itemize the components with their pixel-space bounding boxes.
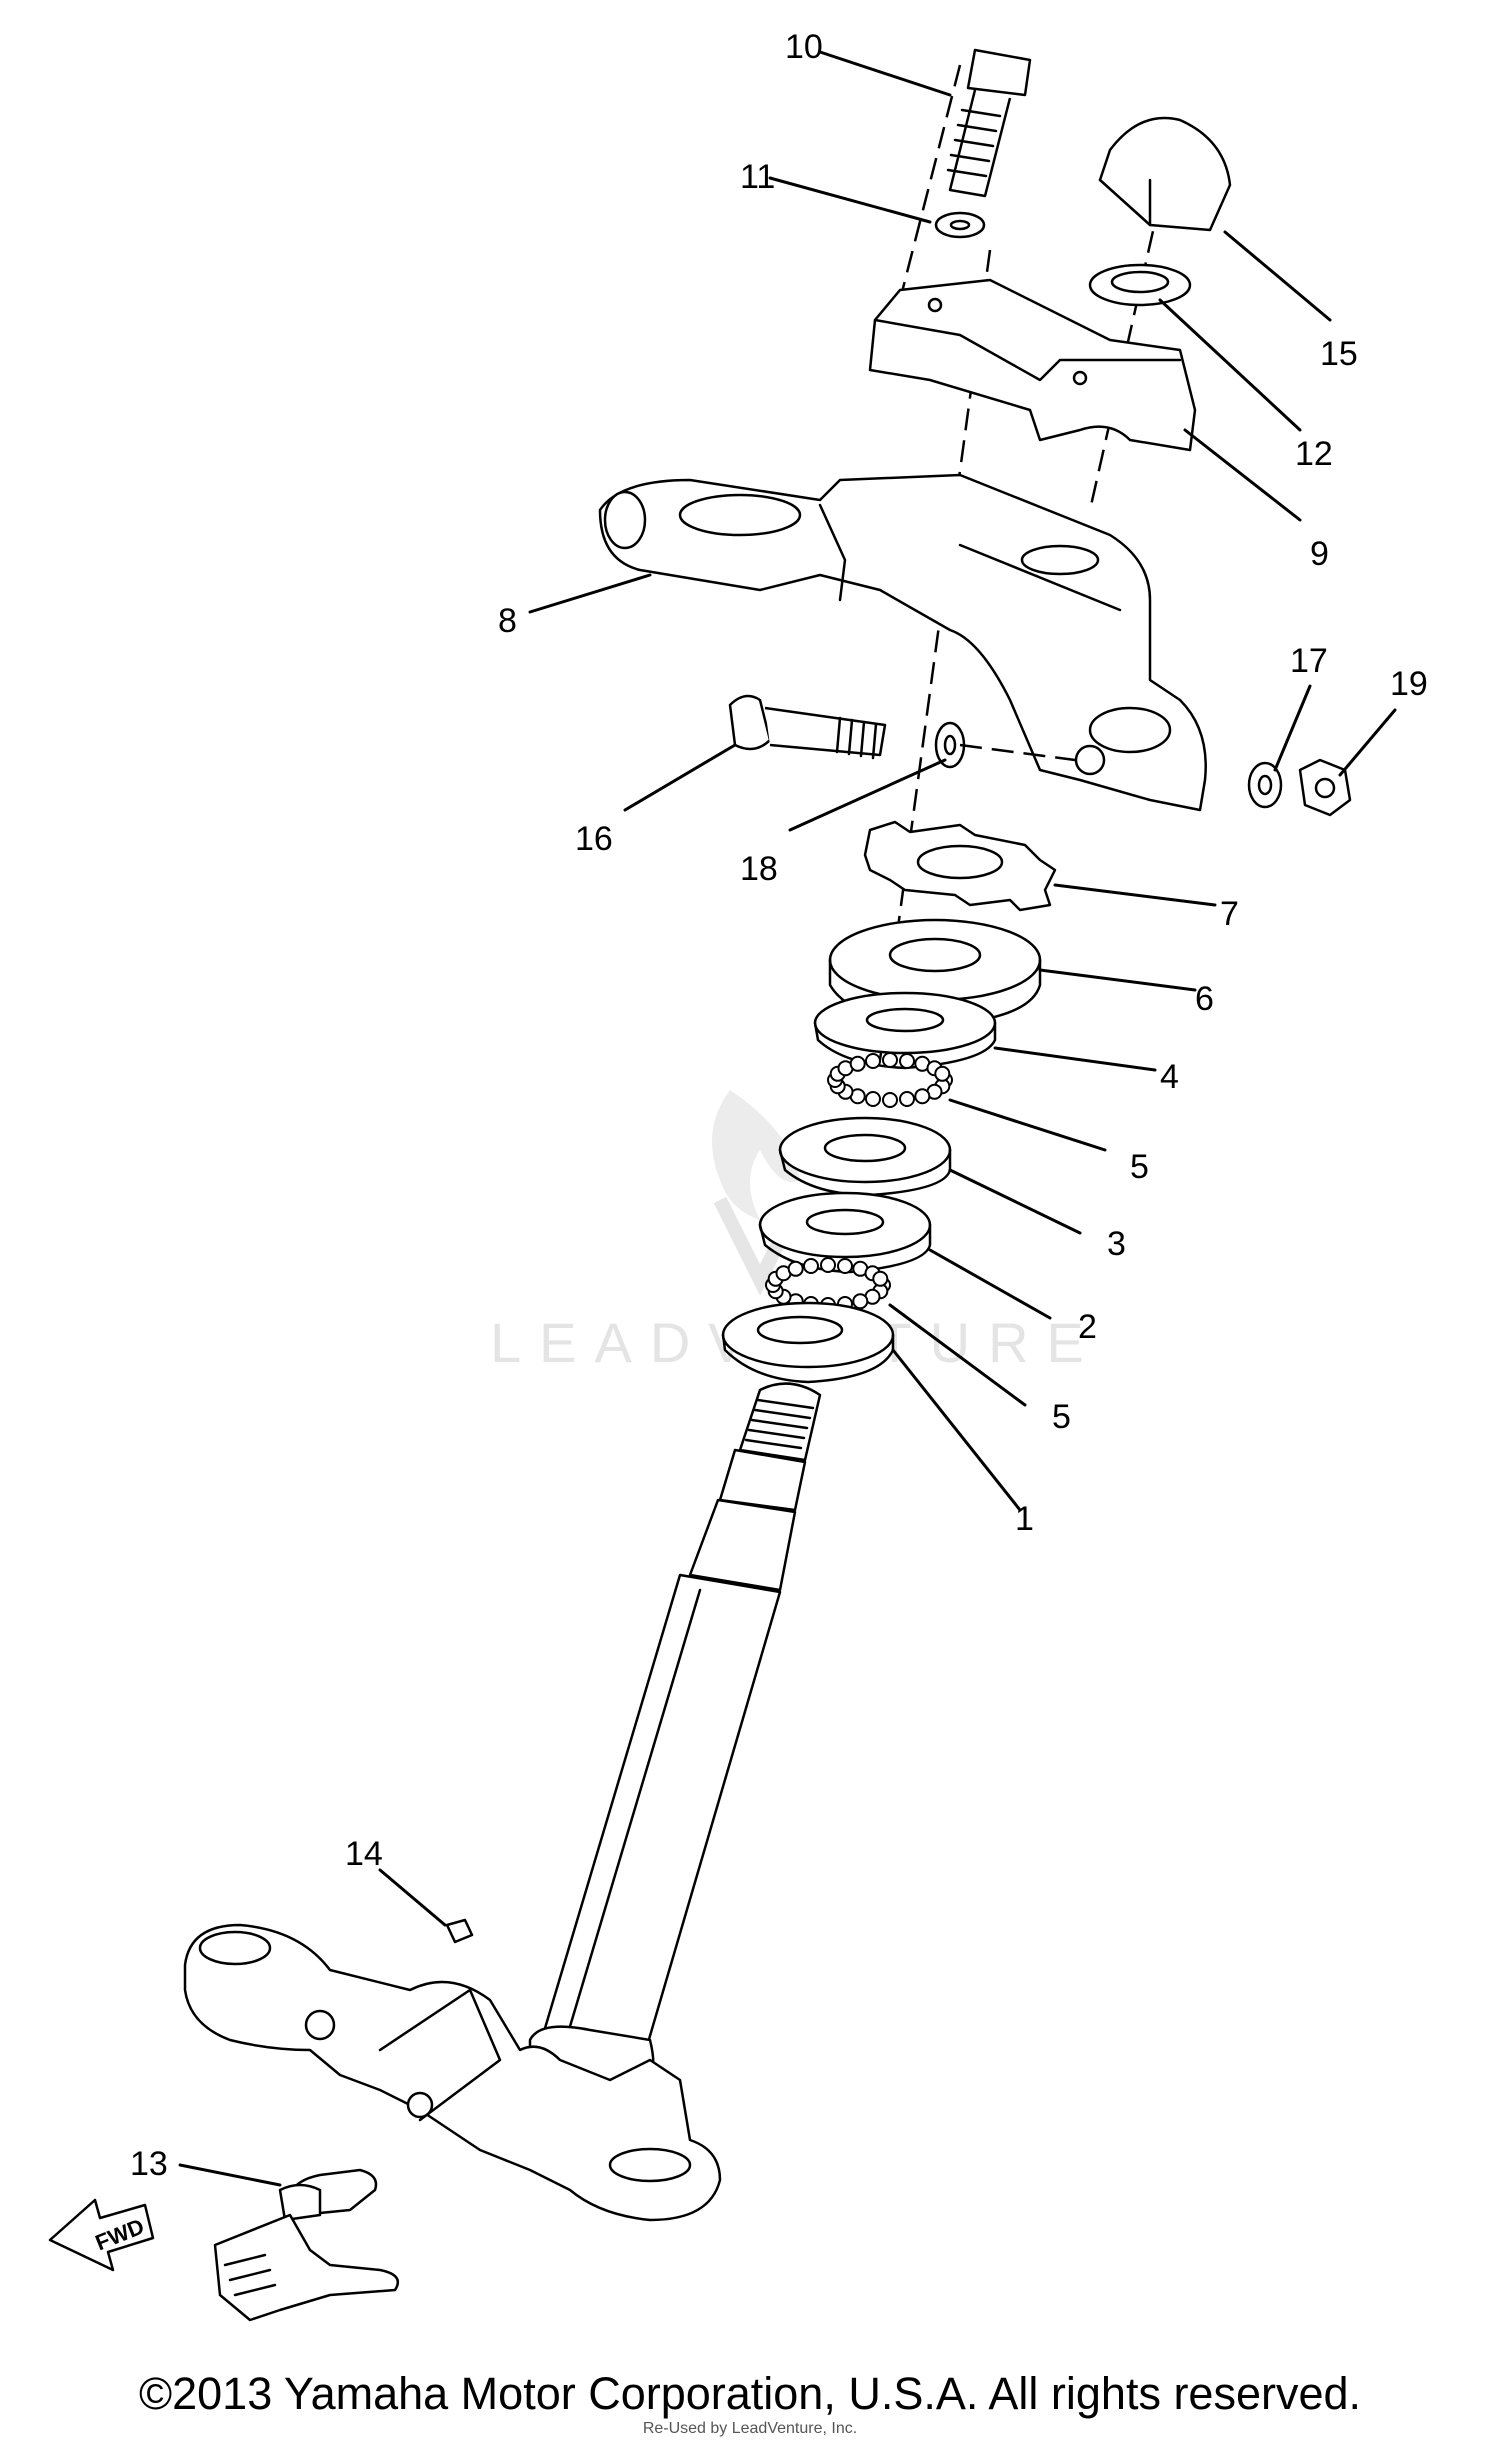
bearing-ball (837, 1258, 853, 1274)
part-cap-nut-15 (1098, 116, 1232, 232)
label-12: 12 (1295, 435, 1333, 473)
part-under-bracket (183, 1923, 722, 2222)
part-washer-12 (1088, 263, 1192, 307)
bearing-ball (865, 1091, 881, 1107)
bearing-ball (934, 1065, 951, 1082)
part-handlebar-holder-9 (868, 278, 1197, 452)
bearing-ball (803, 1258, 819, 1274)
label-14: 14 (345, 1835, 383, 1873)
label-6: 6 (1195, 980, 1214, 1018)
label-1: 1 (1015, 1500, 1034, 1538)
label-3: 3 (1107, 1225, 1126, 1263)
part-bolt-10 (946, 48, 1032, 198)
bearing-ball (872, 1270, 889, 1287)
part-screw-14 (445, 1918, 474, 1944)
part-dust-seal-1 (721, 1301, 895, 1384)
part-number-labels: 10 11 15 12 9 8 17 19 16 18 7 6 4 5 3 2 … (130, 28, 1428, 2183)
fwd-arrow-icon: FWD (48, 2198, 155, 2272)
label-2: 2 (1078, 1308, 1097, 1346)
part-washer-18 (934, 721, 966, 769)
part-washer-17 (1247, 761, 1283, 809)
bearing-ball (899, 1053, 915, 1069)
bearing-ball (852, 1293, 869, 1310)
copyright-notice: ©2013 Yamaha Motor Corporation, U.S.A. A… (138, 2368, 1362, 2419)
label-5-lower: 5 (1052, 1398, 1071, 1436)
label-8: 8 (498, 602, 517, 640)
bearing-ball (865, 1053, 881, 1069)
label-16: 16 (575, 820, 613, 858)
label-9: 9 (1310, 535, 1329, 573)
part-steering-stem (528, 1382, 822, 2092)
bearing-ball (882, 1052, 898, 1068)
label-7: 7 (1220, 895, 1239, 933)
label-17: 17 (1290, 642, 1328, 680)
label-13: 13 (130, 2145, 168, 2183)
bearing-ball (899, 1091, 915, 1107)
part-bolt-16 (728, 694, 887, 760)
label-4: 4 (1160, 1058, 1179, 1096)
bearing-ball (882, 1092, 898, 1108)
part-washer-11 (934, 211, 986, 239)
label-10: 10 (785, 28, 823, 66)
label-19: 19 (1390, 665, 1428, 703)
bearing-ball (820, 1257, 836, 1273)
bearing-ball (787, 1260, 804, 1277)
leader-lines (178, 50, 1397, 2187)
reuse-notice: Re-Used by LeadVenture, Inc. (642, 2420, 858, 2437)
part-race-3 (778, 1116, 952, 1197)
label-18: 18 (740, 850, 778, 888)
label-15: 15 (1320, 335, 1358, 373)
label-11: 11 (740, 158, 775, 196)
bearing-ball (849, 1055, 866, 1072)
label-5-upper: 5 (1130, 1148, 1149, 1186)
bearing-ball (914, 1088, 931, 1105)
part-balls-5-upper (827, 1052, 953, 1108)
part-ring-nut-7 (863, 820, 1057, 912)
part-nut-19 (1298, 758, 1352, 817)
part-upper-bracket-8 (598, 473, 1207, 812)
part-balls-5-lower (765, 1257, 891, 1313)
part-steering-lock-13 (213, 2168, 400, 2322)
